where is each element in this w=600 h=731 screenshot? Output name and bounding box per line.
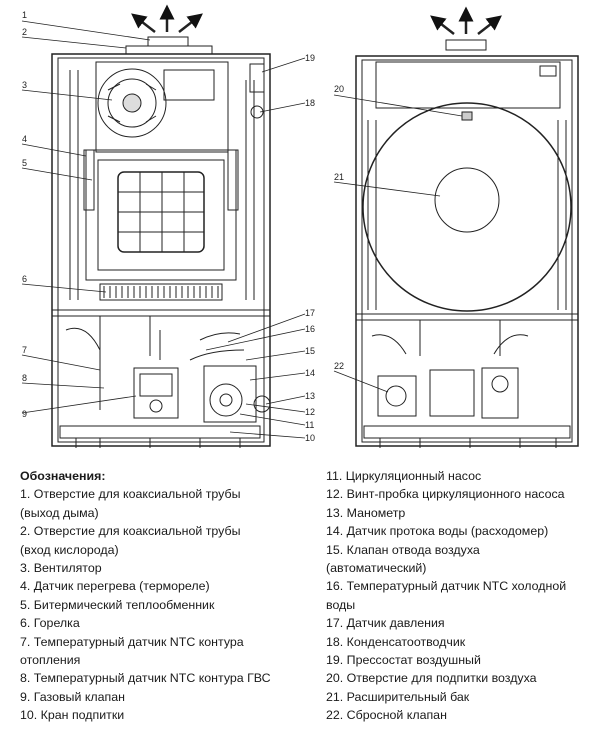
legend-line: 11. Циркуляционный насос <box>326 469 482 483</box>
callout-9: 9 <box>22 409 27 419</box>
legend-line: отопления <box>20 653 81 668</box>
legend-line: 8. Температурный датчик NTC контура ГВС <box>20 671 271 686</box>
callout-7: 7 <box>22 345 27 355</box>
callout-17: 17 <box>305 308 315 318</box>
callout-10: 10 <box>305 433 315 443</box>
front-callouts: 1 2 3 4 5 6 7 8 9 10 11 12 13 14 15 16 1… <box>22 10 315 443</box>
front-leaders <box>21 20 306 439</box>
legend-line: 16. Температурный датчик NTC холодной <box>326 579 567 594</box>
callout-1: 1 <box>22 10 27 20</box>
callout-2: 2 <box>22 27 27 37</box>
callout-22: 22 <box>334 361 344 371</box>
callout-13: 13 <box>305 391 315 401</box>
legend-line: 12. Винт-пробка циркуляционного насоса <box>326 487 565 502</box>
legend-line: 7. Температурный датчик NTC контура <box>20 634 244 649</box>
legend-line: (вход кислорода) <box>20 542 119 557</box>
legend-line: 10. Кран подпитки <box>20 708 125 723</box>
legend-line: воды <box>326 597 356 612</box>
legend-line: (автоматический) <box>326 561 427 576</box>
legend-line: 6. Горелка <box>20 616 80 631</box>
rear-callouts: 20 21 22 <box>334 84 344 371</box>
legend-line: (выход дыма) <box>20 505 99 520</box>
legend-line: 20. Отверстие для подпитки воздуха <box>326 671 537 686</box>
callout-20: 20 <box>334 84 344 94</box>
legend-line: 1. Отверстие для коаксиальной трубы <box>20 487 241 502</box>
callout-8: 8 <box>22 373 27 383</box>
callout-4: 4 <box>22 134 27 144</box>
legend-line: 19. Прессостат воздушный <box>326 653 481 668</box>
legend-line: 18. Конденсатоотводчик <box>326 634 466 649</box>
legend-right: 11. Циркуляционный насос 12. Винт-пробка… <box>326 467 598 725</box>
legend-line: 9. Газовый клапан <box>20 689 125 704</box>
callout-5: 5 <box>22 158 27 168</box>
legend-line: 5. Битермический теплообменник <box>20 597 215 612</box>
legend-line: 13. Манометр <box>326 505 406 520</box>
fan-icon <box>97 68 167 138</box>
callout-12: 12 <box>305 407 315 417</box>
callout-19: 19 <box>305 53 315 63</box>
legend-line: 4. Датчик перегрева (термореле) <box>20 579 210 594</box>
legend-line: 21. Расширительный бак <box>326 689 470 704</box>
callout-15: 15 <box>305 346 315 356</box>
legend-line: 22. Сбросной клапан <box>326 708 447 723</box>
callout-21: 21 <box>334 172 344 182</box>
legend-line: 14. Датчик протока воды (расходомер) <box>326 524 549 539</box>
rear-view <box>355 6 579 448</box>
expansion-tank-icon <box>362 102 572 312</box>
legend-line: 17. Датчик давления <box>326 616 445 631</box>
boiler-diagram: 1 2 3 4 5 6 7 8 9 10 11 12 13 14 15 16 1… <box>21 4 579 448</box>
callout-3: 3 <box>22 80 27 90</box>
callout-18: 18 <box>305 98 315 108</box>
callout-14: 14 <box>305 368 315 378</box>
callout-16: 16 <box>305 324 315 334</box>
legend-line: 15. Клапан отвода воздуха <box>326 542 480 557</box>
legend-line: 3. Вентилятор <box>20 561 102 576</box>
callout-6: 6 <box>22 274 27 284</box>
legend-title: Обозначения: <box>20 469 106 483</box>
front-view <box>51 4 271 448</box>
legend-line: 2. Отверстие для коаксиальной трубы <box>20 524 241 539</box>
legend-left: Обозначения: 1. Отверстие для коаксиальн… <box>20 467 310 725</box>
callout-11: 11 <box>305 420 314 430</box>
rear-leaders <box>333 94 463 393</box>
